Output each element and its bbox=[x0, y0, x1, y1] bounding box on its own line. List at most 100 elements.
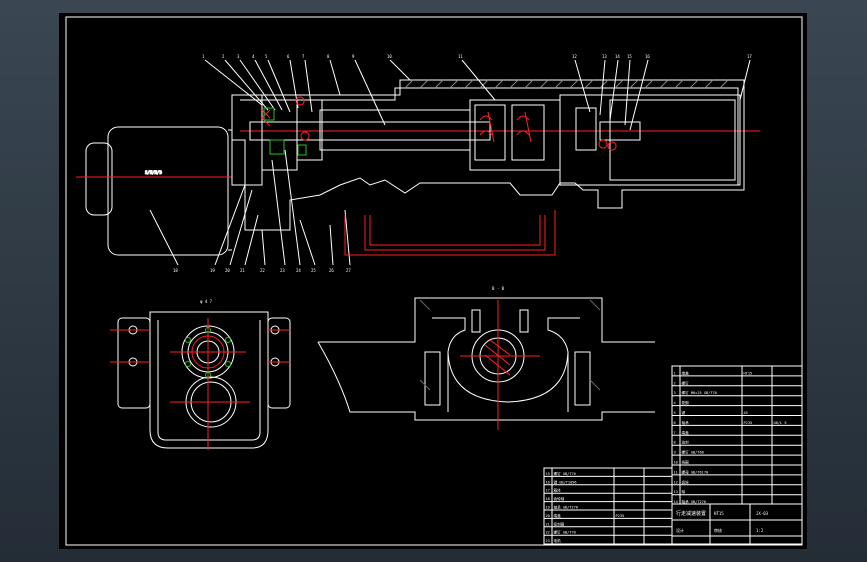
parts-cell-material: P235 bbox=[616, 514, 625, 518]
balloon-numbers: 1 2 3 4 5 6 7 8 9 10 11 12 13 14 15 16 1… bbox=[173, 54, 752, 273]
bom-cell-name: 端盖 bbox=[682, 370, 690, 375]
bom-cell-no: 12 bbox=[674, 480, 678, 484]
parts-cell-name: 键 GB/T1096 bbox=[554, 479, 577, 484]
svg-text:14: 14 bbox=[615, 54, 620, 59]
parts-cell-name: 轴承 GB/T276 bbox=[554, 505, 579, 510]
parts-cell-no: 20 bbox=[546, 514, 550, 518]
svg-text:26: 26 bbox=[329, 268, 334, 273]
bom-cell-no: 10 bbox=[674, 461, 678, 465]
section-view bbox=[317, 297, 655, 421]
svg-text:25: 25 bbox=[311, 268, 316, 273]
end-view-centerlines bbox=[110, 318, 290, 450]
drawing-sheet: S/M/M/D bbox=[59, 13, 807, 549]
bom-cell-name: 轴承 bbox=[682, 420, 690, 425]
bom-cell-no: 11 bbox=[674, 470, 678, 474]
svg-text:27: 27 bbox=[346, 268, 351, 273]
svg-text:2: 2 bbox=[222, 54, 225, 59]
svg-text:7: 7 bbox=[302, 54, 305, 59]
housing-inner bbox=[240, 87, 739, 185]
drawing-canvas: S/M/M/D bbox=[65, 16, 803, 546]
svg-text:24: 24 bbox=[296, 268, 301, 273]
leader-lines bbox=[149, 59, 751, 266]
bom-cell-note: GB/L 5 bbox=[774, 421, 787, 425]
bom-cell-material: HT15 bbox=[744, 371, 753, 375]
svg-text:16: 16 bbox=[645, 54, 650, 59]
parts-cell-no: 17 bbox=[546, 489, 550, 493]
bom-cell-name: 轴 bbox=[682, 489, 686, 494]
bom-cell-name: 端盖 bbox=[682, 430, 690, 435]
motor-outline bbox=[85, 126, 232, 256]
parts-cell-name: 螺钉 GB/T70 bbox=[554, 471, 576, 476]
title-designer: 设计 bbox=[676, 527, 684, 533]
bom-cell-no: 8 bbox=[674, 441, 676, 445]
svg-text:10: 10 bbox=[387, 54, 392, 59]
parts-cell-name: 电机 bbox=[554, 538, 562, 543]
bom-cell-name: 螺钉 M6×25 GB/T70 bbox=[682, 390, 717, 395]
section-hatch bbox=[419, 299, 601, 391]
svg-text:22: 22 bbox=[260, 268, 265, 273]
parts-cell-no: 15 bbox=[546, 472, 550, 476]
bom-cell-name: 螺钉 bbox=[682, 380, 690, 385]
bom-cell-name: 垫圈 bbox=[682, 400, 690, 405]
title-material: HT15 bbox=[714, 511, 724, 516]
end-view bbox=[117, 311, 291, 449]
svg-text:13: 13 bbox=[602, 54, 607, 59]
housing-hatch bbox=[404, 79, 729, 89]
svg-text:9: 9 bbox=[352, 54, 355, 59]
bom-cell-no: 1 bbox=[674, 371, 676, 375]
parts-cell-no: 18 bbox=[546, 497, 550, 501]
parts-cell-name: 端盖 bbox=[554, 513, 562, 518]
bom-cell-no: 13 bbox=[674, 490, 678, 494]
bom-cell-no: 6 bbox=[674, 421, 676, 425]
title-block bbox=[671, 503, 803, 545]
svg-text:11: 11 bbox=[458, 54, 463, 59]
svg-text:3: 3 bbox=[237, 54, 240, 59]
title-drawing-no: JX-03 bbox=[756, 511, 769, 516]
bom-table bbox=[671, 365, 803, 537]
svg-text:18: 18 bbox=[173, 268, 178, 273]
drawing-border bbox=[65, 16, 803, 546]
bearing-highlight bbox=[263, 107, 307, 156]
bom-cell-no: 14 bbox=[674, 500, 678, 504]
bom-cell-material: 45 bbox=[744, 411, 748, 415]
bom-cell-material: P235 bbox=[744, 421, 753, 425]
view-label: B - B bbox=[492, 286, 505, 291]
bom-cell-name: 键 bbox=[682, 410, 686, 415]
bom-cell-no: 5 bbox=[674, 411, 676, 415]
svg-text:4: 4 bbox=[252, 54, 255, 59]
svg-text:5: 5 bbox=[265, 54, 268, 59]
parts-cell-no: 23 bbox=[546, 539, 550, 543]
bom-cell-name: 挡圈 bbox=[682, 460, 690, 465]
bom-cell-name: 螺母 GB/T6170 bbox=[682, 469, 709, 474]
parts-cell-name: 齿轮轴 bbox=[554, 496, 565, 501]
gear-teeth bbox=[261, 96, 617, 256]
housing-outline bbox=[231, 79, 745, 231]
svg-text:21: 21 bbox=[240, 268, 245, 273]
bom-cell-no: 4 bbox=[674, 401, 676, 405]
main-section-view: S/M/M/D bbox=[76, 54, 760, 273]
bom-cell-name: 油封 bbox=[682, 440, 690, 445]
svg-text:12: 12 bbox=[572, 54, 577, 59]
motor-label: S/M/M/D bbox=[145, 170, 162, 175]
bom-cell-name: 齿轮 bbox=[682, 479, 690, 484]
svg-text:6: 6 bbox=[287, 54, 290, 59]
svg-text:1: 1 bbox=[202, 54, 205, 59]
parts-cell-name: 密封圈 bbox=[554, 521, 565, 526]
svg-text:20: 20 bbox=[225, 268, 230, 273]
parts-table bbox=[543, 467, 673, 545]
parts-cell-name: 螺钉 GB/T70 bbox=[554, 530, 576, 535]
parts-cell-no: 19 bbox=[546, 506, 550, 510]
svg-text:23: 23 bbox=[280, 268, 285, 273]
bom-cell-no: 2 bbox=[674, 381, 676, 385]
svg-text:19: 19 bbox=[210, 268, 215, 273]
parts-cell-no: 22 bbox=[546, 531, 550, 535]
bom-cell-no: 3 bbox=[674, 391, 676, 395]
title-checker: 审核 bbox=[714, 527, 722, 533]
bom-cell-name: 螺钉 GB/T68 bbox=[682, 450, 704, 455]
bom-cell-no: 7 bbox=[674, 431, 676, 435]
parts-cell-no: 21 bbox=[546, 522, 550, 526]
svg-text:17: 17 bbox=[747, 54, 752, 59]
bom-cell-name: 轴承 GB/T276 bbox=[682, 499, 707, 504]
bom-cell-no: 9 bbox=[674, 451, 676, 455]
